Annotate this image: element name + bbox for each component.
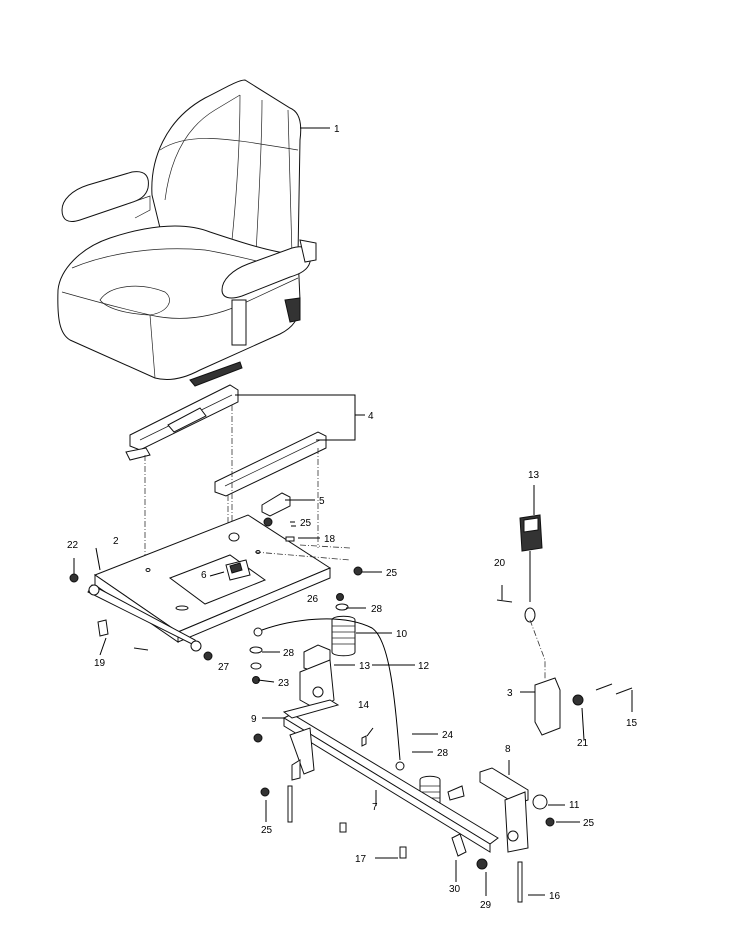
callout-20: 20 xyxy=(494,558,506,569)
springs-harness xyxy=(253,615,441,813)
leader-lines xyxy=(73,127,633,896)
callout-13a: 13 xyxy=(528,470,540,481)
callout-24: 24 xyxy=(442,730,454,741)
callout-10: 10 xyxy=(396,629,408,640)
callout-27: 27 xyxy=(218,662,230,673)
callout-9: 9 xyxy=(251,714,257,725)
callout-4: 4 xyxy=(368,411,374,422)
callout-15: 15 xyxy=(626,718,638,729)
callout-28a: 28 xyxy=(371,604,383,615)
callout-29: 29 xyxy=(480,900,492,911)
callouts: 1 4 5 25 18 13 22 2 6 25 20 26 28 10 19 … xyxy=(67,124,638,911)
callout-17: 17 xyxy=(355,854,367,865)
callout-13b: 13 xyxy=(359,661,371,672)
callout-18: 18 xyxy=(324,534,336,545)
callout-7: 7 xyxy=(372,802,378,813)
hardware-upper xyxy=(69,492,363,684)
seat-pan xyxy=(87,514,351,652)
callout-25b: 25 xyxy=(386,568,398,579)
callout-8: 8 xyxy=(505,744,511,755)
callout-28b: 28 xyxy=(283,648,295,659)
callout-30: 30 xyxy=(449,884,461,895)
callout-22: 22 xyxy=(67,540,79,551)
callout-3: 3 xyxy=(507,688,513,699)
seat-frame xyxy=(253,699,499,859)
callout-6: 6 xyxy=(201,570,207,581)
seat xyxy=(57,79,317,387)
callout-26: 26 xyxy=(307,594,319,605)
callout-16: 16 xyxy=(549,891,561,902)
seat-switch-bracket xyxy=(299,644,335,711)
callout-5: 5 xyxy=(319,496,325,507)
callout-19: 19 xyxy=(94,658,106,669)
callout-12: 12 xyxy=(418,661,430,672)
callout-25c: 25 xyxy=(261,825,273,836)
callout-2: 2 xyxy=(113,536,119,547)
callout-23: 23 xyxy=(278,678,290,689)
seat-belt xyxy=(496,514,546,680)
callout-1: 1 xyxy=(334,124,340,135)
callout-14: 14 xyxy=(358,700,370,711)
callout-28c: 28 xyxy=(437,748,449,759)
callout-11: 11 xyxy=(569,800,580,811)
callout-25a: 25 xyxy=(300,518,312,529)
right-bracket xyxy=(447,677,633,903)
callout-21: 21 xyxy=(577,738,589,749)
callout-25d: 25 xyxy=(583,818,595,829)
